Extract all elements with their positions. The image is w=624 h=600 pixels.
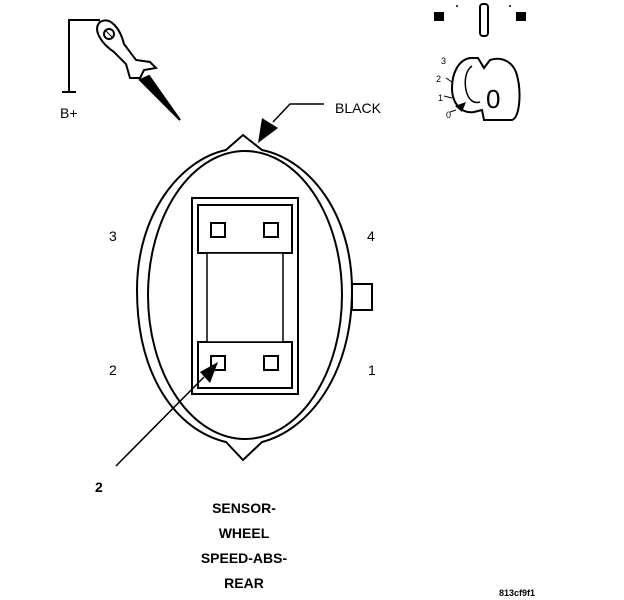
connector-locking-tab [351,283,373,311]
terminal-pin-4 [263,222,279,238]
cavity-label-1: 1 [368,362,376,378]
key-position-3: 3 [441,56,446,66]
terminal-pin-2 [210,355,226,371]
callout-number: 2 [95,479,103,495]
terminal-pin-3 [210,222,226,238]
ignition-key-icon [443,57,521,121]
voltmeter-probe-icon [62,19,181,121]
cavity-label-3: 3 [109,228,117,244]
caption-line-1: SENSOR- [212,500,276,516]
caption-line-3: SPEED-ABS- [201,550,288,566]
wire-color-label: BLACK [335,100,382,116]
figure-id: 813cf9f1 [499,588,535,598]
terminal-pin-1 [263,355,279,371]
connector-outer-shell [135,133,354,462]
ignition-switch-icon [434,3,526,37]
key-position-1: 1 [438,93,443,103]
cavity-callout-leader [115,362,218,467]
b-plus-label: B+ [60,105,78,121]
cavity-label-4: 4 [367,228,375,244]
caption-line-4: REAR [224,575,264,591]
connector-slot-upper [197,204,293,254]
key-position-2: 2 [436,74,441,84]
connector-body-center [206,252,284,343]
sensor-connector [135,133,373,462]
key-position-0: 0 [446,110,451,120]
caption-line-2: WHEEL [219,525,270,541]
cavity-label-2: 2 [109,362,117,378]
key-cut-label: 0 [486,84,500,114]
connector-inner-seal [147,150,343,440]
black-wire-leader [258,103,324,143]
